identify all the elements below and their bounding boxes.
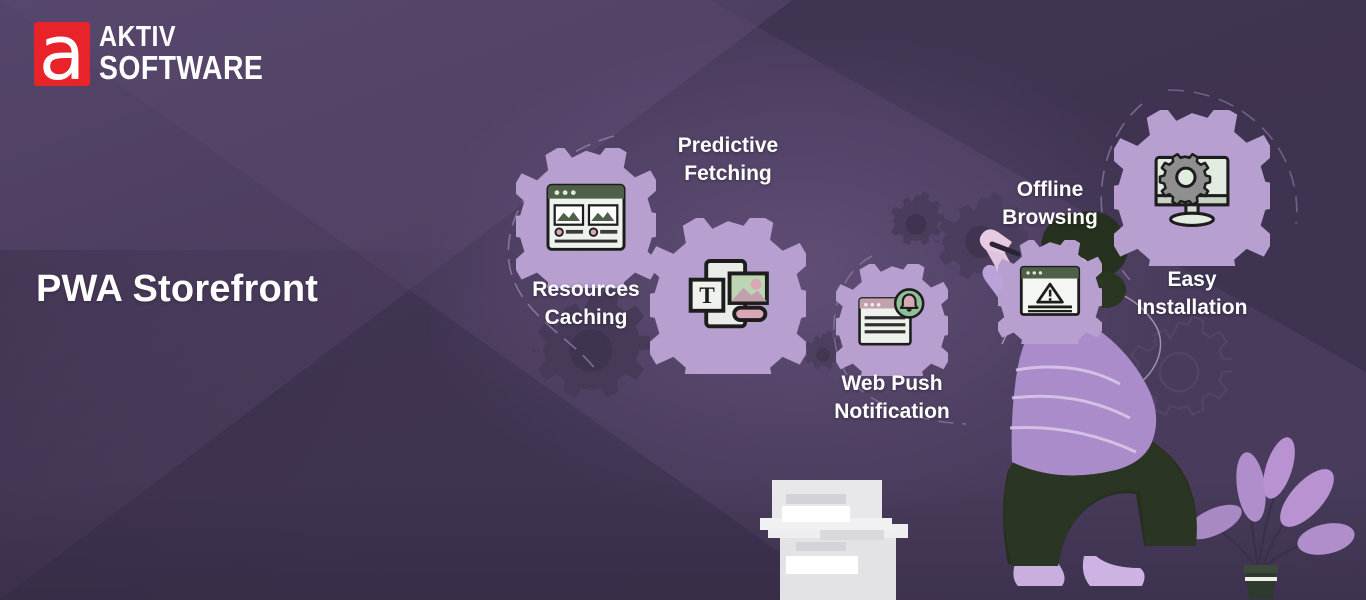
feature-web-push-notification[interactable]: Web Push Notification bbox=[834, 264, 950, 423]
decorative-gear-dark-left bbox=[532, 288, 650, 406]
monitor-gear-icon bbox=[1148, 144, 1236, 232]
feature-label-predictive-fetching: Predictive Fetching bbox=[677, 134, 779, 185]
logo-word-software: SOFTWARE bbox=[99, 49, 264, 87]
logo-letter-a: a bbox=[38, 22, 86, 86]
browser-cache-icon bbox=[543, 175, 629, 261]
browser-warning-icon bbox=[1018, 260, 1082, 324]
decorative-gear-small-b bbox=[800, 330, 846, 376]
feature-offline-browsing[interactable]: Offline Browsing bbox=[998, 178, 1102, 344]
feature-label-web-push-notification: Web Push Notification bbox=[834, 372, 950, 423]
logo-word-aktiv: AKTIV bbox=[99, 21, 176, 54]
decorative-arc-center bbox=[826, 252, 986, 437]
feature-resources-caching[interactable]: Resources Caching bbox=[516, 148, 656, 329]
media-text-icon: T bbox=[682, 250, 774, 342]
decorative-gear-small-a bbox=[884, 190, 948, 254]
logo-mark-icon: a bbox=[34, 22, 90, 86]
svg-text:T: T bbox=[699, 283, 715, 309]
logo-wordmark: AKTIV SOFTWARE bbox=[99, 21, 290, 87]
feature-predictive-fetching[interactable]: T Predictive Fetching bbox=[650, 134, 806, 374]
background-shadow-left bbox=[0, 250, 560, 600]
brand-logo[interactable]: a AKTIV SOFTWARE bbox=[34, 22, 290, 86]
feature-label-offline-browsing: Offline Browsing bbox=[1002, 178, 1098, 229]
page-title: PWA Storefront bbox=[36, 268, 319, 310]
feature-label-resources-caching: Resources Caching bbox=[532, 278, 640, 329]
browser-bell-icon bbox=[856, 284, 928, 356]
background-floor-shadow bbox=[0, 480, 1366, 600]
feature-label-easy-installation: Easy Installation bbox=[1136, 268, 1248, 319]
feature-easy-installation[interactable]: Easy Installation bbox=[1114, 110, 1270, 319]
